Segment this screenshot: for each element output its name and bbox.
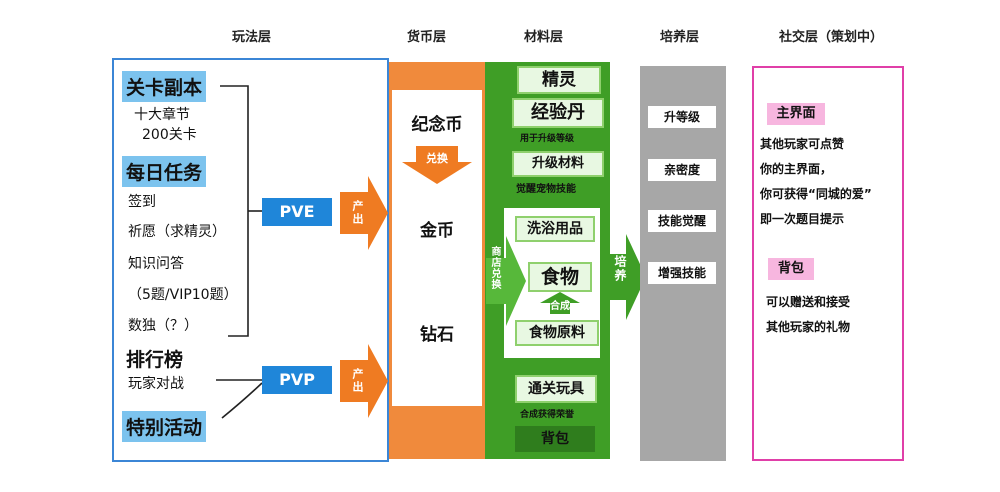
output-label: 产出	[351, 200, 364, 226]
header-social-layer: 社交层（策划中）	[779, 30, 884, 45]
exchange-label: 兑换	[426, 152, 448, 165]
output-arrow-icon	[340, 344, 388, 418]
train-level-up[interactable]: 升等级	[648, 106, 716, 128]
synthesis-label: 合成	[550, 301, 570, 312]
daily-task-label[interactable]: 每日任务	[122, 156, 207, 187]
main-ui-line: 其他玩家可点赞	[760, 137, 845, 151]
memorial-coin[interactable]: 纪念币	[398, 110, 476, 140]
exchange-arrow-icon	[402, 146, 472, 184]
train-skill-awaken[interactable]: 技能觉醒	[648, 210, 716, 232]
synthesis-arrow-icon	[540, 292, 580, 314]
exp-pill-item[interactable]: 经验丹	[512, 98, 604, 128]
header-currency-layer: 货币层	[407, 30, 447, 45]
daily-item: （5题/VIP10题）	[128, 287, 238, 303]
main-ui-line: 你可获得“同城的爱”	[760, 187, 872, 201]
social-bag-line: 可以赠送和接受	[766, 295, 851, 309]
diamond[interactable]: 钻石	[398, 318, 476, 352]
currency-inner-panel	[392, 90, 482, 406]
pvp-button[interactable]: PVP	[262, 366, 332, 394]
daily-item: 知识问答	[128, 256, 184, 272]
train-arrow-label: 培养	[613, 255, 627, 283]
shop-exchange-arrow-icon	[486, 236, 526, 326]
bath-supplies-item[interactable]: 洗浴用品	[515, 216, 595, 242]
pve-button[interactable]: PVE	[262, 198, 332, 226]
shop-exchange-label: 商店兑换	[489, 246, 500, 290]
exp-pill-note: 用于升级等级	[520, 134, 575, 144]
clear-toy-item[interactable]: 通关玩具	[515, 375, 597, 403]
daily-item: 数独（？）	[128, 318, 198, 334]
main-ui-line: 即一次题目提示	[760, 212, 845, 226]
social-bag-label[interactable]: 背包	[768, 258, 814, 280]
stage-dungeon-label[interactable]: 关卡副本	[122, 71, 207, 102]
pvp-battle-text: 玩家对战	[128, 376, 184, 392]
stage-levels-text: 200关卡	[142, 127, 197, 143]
upgrade-material-item[interactable]: 升级材料	[512, 151, 604, 177]
spirit-item[interactable]: 精灵	[517, 66, 601, 94]
food-ingredient-item[interactable]: 食物原料	[515, 320, 599, 346]
leaderboard-label[interactable]: 排行榜	[126, 349, 184, 371]
bag-item[interactable]: 背包	[515, 426, 595, 452]
output-arrow-icon	[340, 176, 388, 250]
social-bag-line: 其他玩家的礼物	[766, 320, 851, 334]
clear-toy-note: 合成获得荣誉	[520, 410, 575, 420]
header-train-layer: 培养层	[660, 30, 700, 45]
header-play-layer: 玩法层	[232, 30, 272, 45]
upgrade-material-note: 觉醒宠物技能	[516, 184, 576, 195]
train-skill-enhance[interactable]: 增强技能	[648, 262, 716, 284]
food-item[interactable]: 食物	[528, 262, 592, 292]
special-event-label[interactable]: 特别活动	[122, 411, 207, 442]
stage-chapters-text: 十大章节	[134, 107, 190, 123]
daily-item: 祈愿（求精灵）	[128, 224, 226, 240]
output-label: 产出	[351, 368, 364, 394]
daily-item: 签到	[128, 194, 156, 210]
train-arrow-icon	[606, 234, 646, 320]
gold-coin[interactable]: 金币	[398, 214, 476, 248]
header-material-layer: 材料层	[524, 30, 564, 45]
main-ui-label[interactable]: 主界面	[767, 103, 825, 125]
main-ui-line: 你的主界面，	[760, 162, 833, 176]
train-intimacy[interactable]: 亲密度	[648, 159, 716, 181]
